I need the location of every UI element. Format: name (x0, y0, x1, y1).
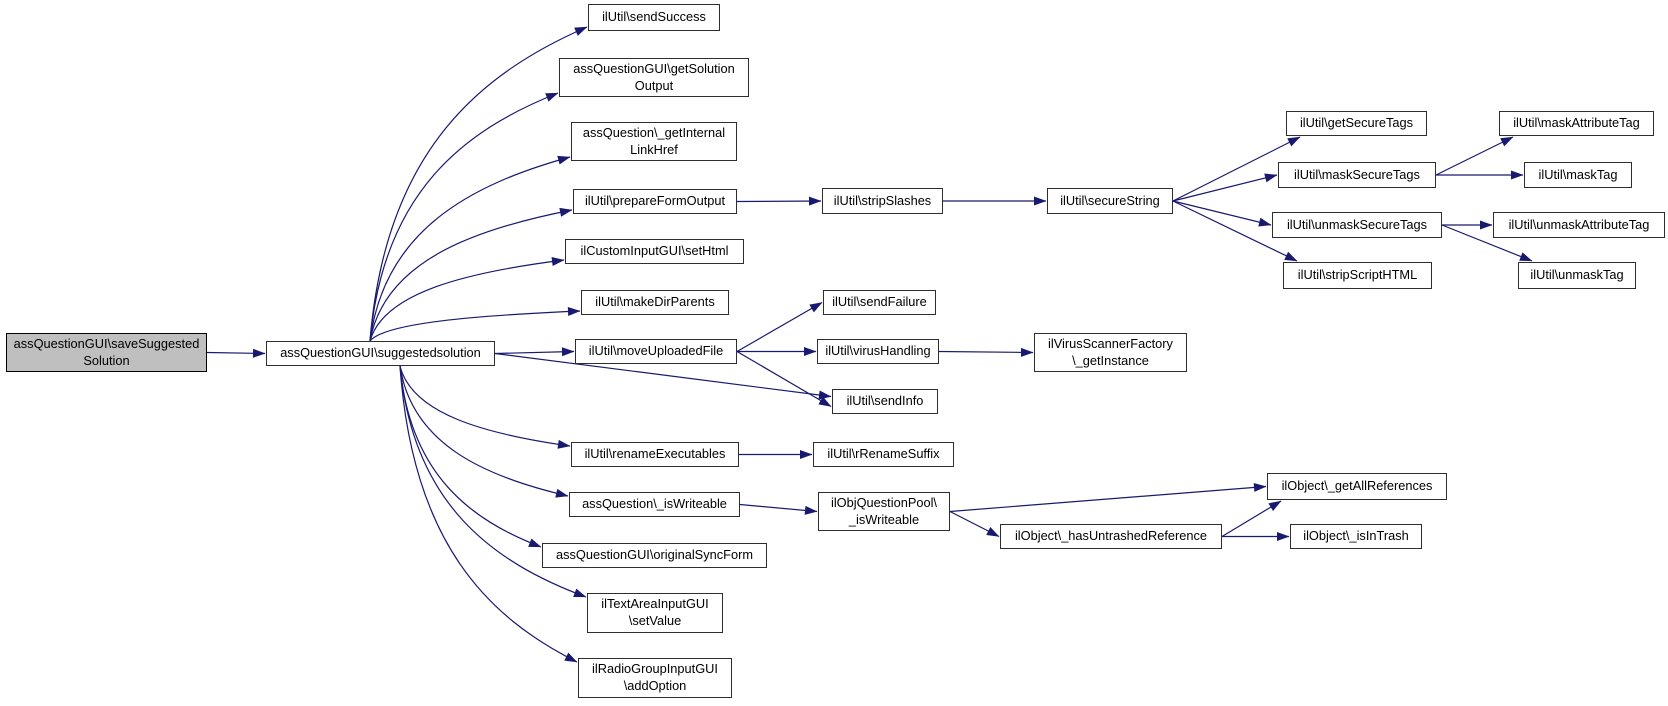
edge-suggestedsolution-moveUploadedFile (494, 347, 575, 357)
edge-hasUntrashedReference-getAllReferences (1221, 500, 1282, 538)
node-save-suggested-solution[interactable]: assQuestionGUI\saveSuggested Solution (6, 333, 207, 372)
edge-secureString-maskSecureTags (1172, 173, 1278, 202)
edge-secureString-unmaskSecureTags (1172, 200, 1272, 227)
node-original-sync-form[interactable]: assQuestionGUI\originalSyncForm (542, 543, 767, 568)
edge-suggestedsolution-setHtml (369, 257, 565, 342)
node-unmask-secure-tags[interactable]: ilUtil\unmaskSecureTags (1272, 212, 1442, 238)
node-send-failure[interactable]: ilUtil\sendFailure (823, 290, 936, 315)
node-is-in-trash[interactable]: ilObject\_isInTrash (1290, 524, 1422, 549)
edge-moveUploadedFile-sendFailure (736, 301, 823, 353)
edge-suggestedsolution-originalSyncForm (399, 365, 542, 548)
node-secure-string[interactable]: ilUtil\secureString (1047, 188, 1173, 214)
node-virus-scanner-factory-get-instance[interactable]: ilVirusScannerFactory \_getInstance (1034, 333, 1187, 372)
node-set-html[interactable]: ilCustomInputGUI\setHtml (565, 239, 744, 264)
node-get-secure-tags[interactable]: ilUtil\getSecureTags (1286, 111, 1427, 136)
node-mask-tag[interactable]: ilUtil\maskTag (1524, 162, 1632, 188)
node-rename-executables[interactable]: ilUtil\renameExecutables (571, 442, 739, 467)
edge-suggestedsolution-getInternalLinkHref (369, 155, 571, 342)
edge-maskSecureTags-maskAttributeTag (1435, 136, 1514, 176)
node-ass-question-is-writeable[interactable]: assQuestion\_isWriteable (569, 492, 740, 517)
edge-suggestedsolution-makeDirParents (369, 307, 581, 342)
node-get-internal-link-href[interactable]: assQuestion\_getInternal LinkHref (571, 122, 737, 161)
edge-assQuestionIsWriteable-poolIsWriteable (739, 503, 818, 515)
node-mask-secure-tags[interactable]: ilUtil\maskSecureTags (1278, 162, 1436, 188)
node-suggestedsolution[interactable]: assQuestionGUI\suggestedsolution (266, 341, 495, 366)
node-strip-slashes[interactable]: ilUtil\stripSlashes (822, 188, 943, 214)
node-mask-attribute-tag[interactable]: ilUtil\maskAttributeTag (1499, 111, 1654, 136)
node-add-option[interactable]: ilRadioGroupInputGUI \addOption (578, 658, 732, 698)
node-obj-question-pool-is-writeable[interactable]: ilObjQuestionPool\ _isWriteable (818, 492, 950, 531)
edge-suggestedsolution-assQuestionIsWriteable (399, 365, 569, 498)
edge-virusHandling-virusScannerGetInstance (938, 347, 1034, 357)
node-virus-handling[interactable]: ilUtil\virusHandling (817, 339, 939, 364)
node-send-success[interactable]: ilUtil\sendSuccess (588, 4, 720, 31)
node-prepare-form-output[interactable]: ilUtil\prepareFormOutput (573, 189, 737, 214)
edge-poolIsWriteable-getAllReferences (949, 482, 1267, 513)
node-r-rename-suffix[interactable]: ilUtil\rRenameSuffix (813, 442, 954, 467)
edge-suggestedsolution-renameExecutables (399, 365, 571, 449)
edge-suggestedsolution-prepareFormOutput (369, 207, 573, 342)
node-unmask-tag[interactable]: ilUtil\unmaskTag (1518, 262, 1636, 289)
node-move-uploaded-file[interactable]: ilUtil\moveUploadedFile (575, 339, 737, 364)
edge-saveSuggestedSolution-suggestedsolution (206, 348, 266, 358)
node-send-info[interactable]: ilUtil\sendInfo (832, 389, 938, 414)
edge-poolIsWriteable-hasUntrashedReference (949, 510, 1000, 538)
edge-suggestedsolution-sendSuccess (369, 26, 588, 342)
node-unmask-attribute-tag[interactable]: ilUtil\unmaskAttributeTag (1493, 212, 1665, 238)
edge-prepareFormOutput-stripSlashes (736, 196, 822, 206)
node-set-value[interactable]: ilTextAreaInputGUI \setValue (587, 593, 723, 633)
node-get-solution-output[interactable]: assQuestionGUI\getSolution Output (559, 58, 749, 97)
node-make-dir-parents[interactable]: ilUtil\makeDirParents (581, 290, 729, 315)
node-strip-script-html[interactable]: ilUtil\stripScriptHTML (1283, 262, 1432, 289)
edge-suggestedsolution-addOption (399, 365, 578, 663)
node-has-untrashed-reference[interactable]: ilObject\_hasUntrashedReference (1000, 524, 1222, 549)
edge-suggestedsolution-getSolutionOutput (369, 92, 559, 342)
node-get-all-references[interactable]: ilObject\_getAllReferences (1267, 473, 1447, 500)
